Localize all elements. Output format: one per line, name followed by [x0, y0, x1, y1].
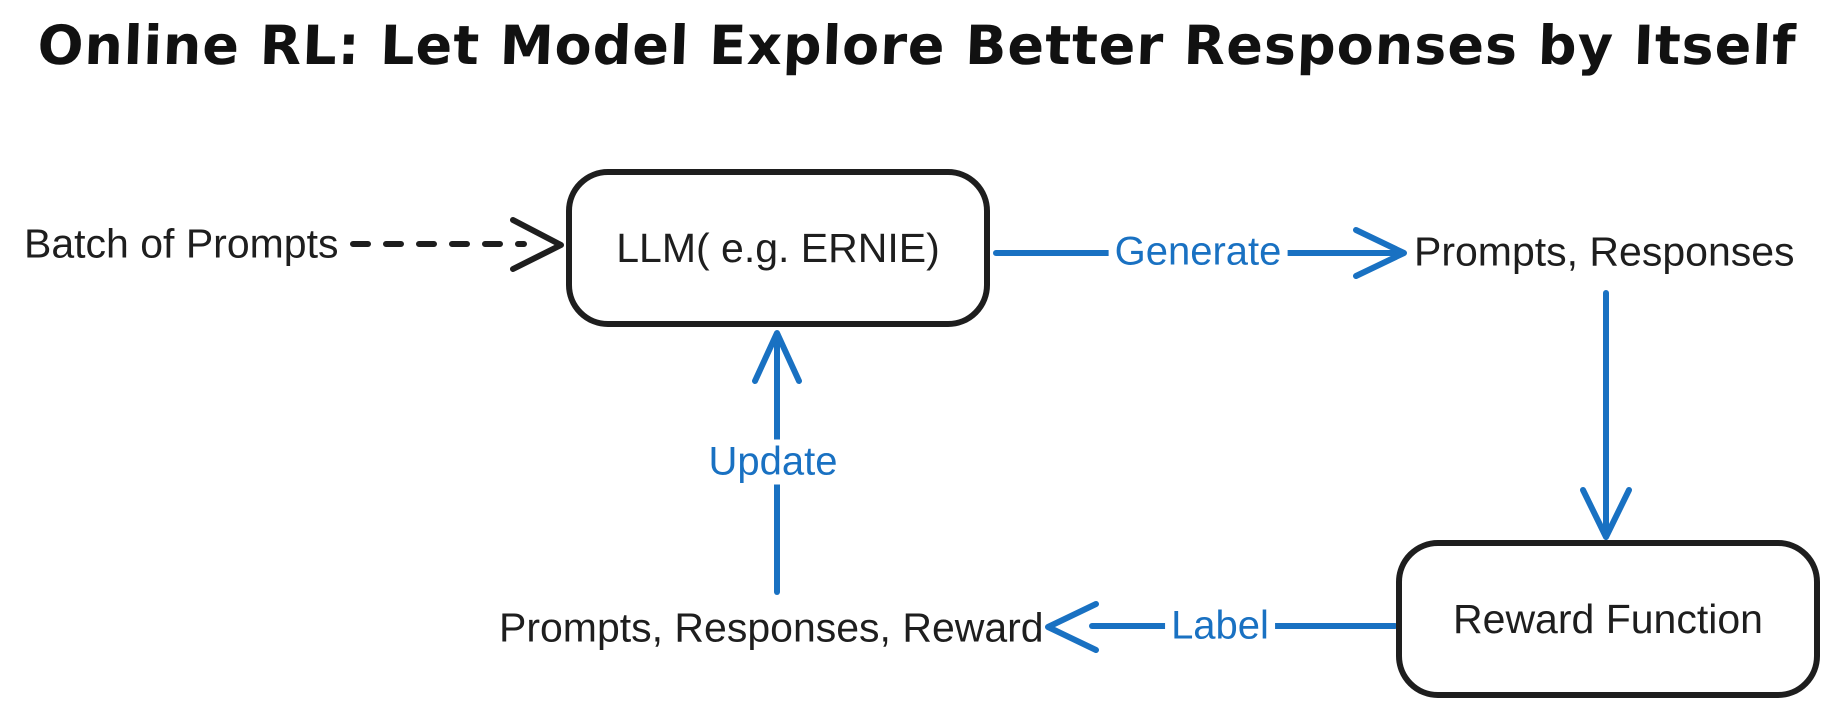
reward-function-node: Reward Function — [1396, 540, 1820, 698]
prompts-responses-text: Prompts, Responses — [1414, 228, 1795, 275]
llm-node: LLM( e.g. ERNIE) — [566, 169, 990, 327]
batch-of-prompts-text: Batch of Prompts — [24, 220, 339, 267]
label-edge-label: Label — [1165, 603, 1275, 649]
reward-function-node-label: Reward Function — [1453, 595, 1763, 642]
responses-to-reward-arrow — [1580, 290, 1632, 540]
update-edge-label: Update — [702, 439, 844, 485]
generate-edge-label: Generate — [1108, 229, 1288, 275]
prompts-responses-reward-text: Prompts, Responses, Reward — [499, 604, 1044, 651]
batch-to-llm-dashed-arrow — [350, 217, 564, 272]
llm-node-label: LLM( e.g. ERNIE) — [616, 224, 940, 271]
